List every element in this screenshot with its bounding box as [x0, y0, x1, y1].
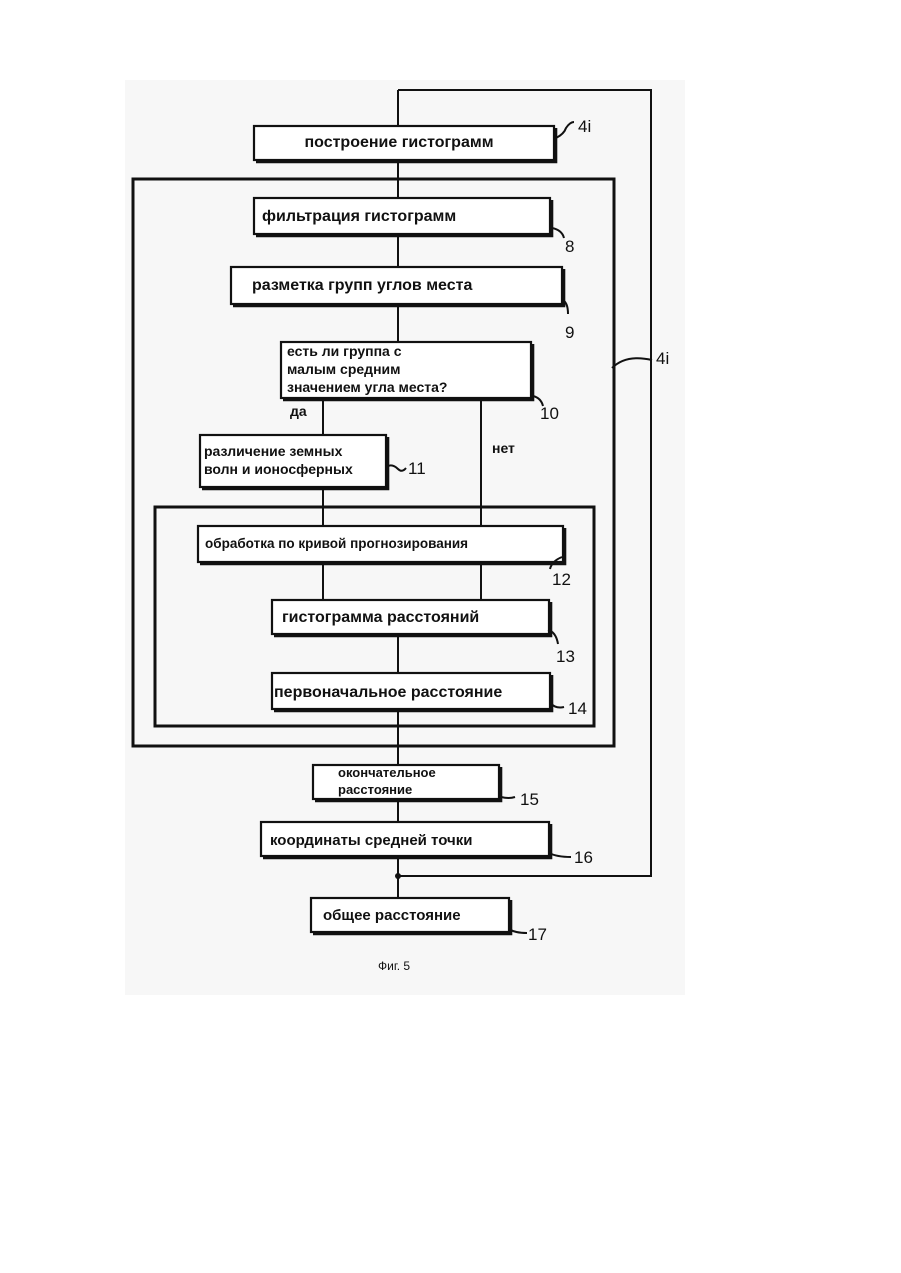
ref-13: 13	[556, 647, 575, 666]
block-15: окончательное расстояние	[313, 765, 501, 801]
ref-4i-top: 4i	[578, 117, 591, 136]
block-15-line-2: расстояние	[338, 782, 412, 797]
block-17: общее расстояние	[311, 898, 511, 934]
ref-4i-loop: 4i	[656, 349, 669, 368]
ref-9: 9	[565, 323, 574, 342]
block-13: гистограмма расстояний	[272, 600, 551, 636]
block-16: координаты средней точки	[261, 822, 551, 858]
block-15-line-1: окончательное	[338, 765, 436, 780]
ref-12: 12	[552, 570, 571, 589]
block-8-text: фильтрация гистограмм	[262, 208, 456, 225]
block-4i-text: построение гистограмм	[304, 134, 493, 151]
block-17-text: общее расстояние	[323, 907, 461, 924]
ref-10: 10	[540, 404, 559, 423]
ref-17: 17	[528, 925, 547, 944]
block-14-text: первоначальное расстояние	[274, 684, 502, 701]
junction-dot	[395, 873, 401, 879]
block-10-line-2: малым средним	[287, 361, 400, 377]
block-8: фильтрация гистограмм	[254, 198, 552, 236]
branch-no-label: нет	[492, 440, 515, 456]
ref-11: 11	[408, 459, 426, 478]
block-12: обработка по кривой прогнозирования	[198, 526, 565, 564]
block-11-line-2: волн и ионосферных	[204, 461, 353, 477]
block-11: различение земных волн и ионосферных	[200, 435, 388, 489]
block-12-text: обработка по кривой прогнозирования	[205, 536, 468, 551]
block-9-text: разметка групп углов места	[252, 277, 472, 294]
block-10: есть ли группа с малым средним значением…	[281, 342, 533, 400]
ref-8: 8	[565, 237, 574, 256]
block-11-line-1: различение земных	[204, 443, 343, 459]
ref-15: 15	[520, 790, 539, 809]
block-10-line-1: есть ли группа с	[287, 343, 402, 359]
block-13-text: гистограмма расстояний	[282, 609, 479, 626]
figure-caption: Фиг. 5	[378, 959, 410, 973]
block-14: первоначальное расстояние	[272, 673, 552, 711]
block-4i: построение гистограмм	[254, 126, 556, 162]
ref-16: 16	[574, 848, 593, 867]
block-16-text: координаты средней точки	[270, 832, 472, 849]
ref-14: 14	[568, 699, 587, 718]
branch-yes-label: да	[290, 403, 307, 419]
block-10-line-3: значением угла места?	[287, 379, 447, 395]
block-9: разметка групп углов места	[231, 267, 564, 306]
